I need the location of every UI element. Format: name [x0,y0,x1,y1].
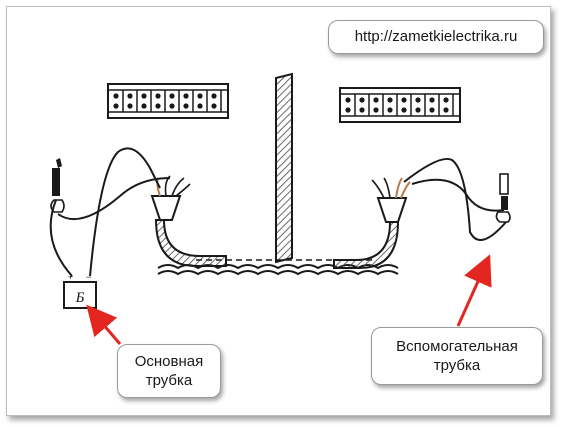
battery: Б + − [63,272,97,309]
callout-arrows [86,254,492,345]
site-watermark: http://zametkielectrika.ru [328,20,544,54]
right-probe [495,173,511,223]
battery-letter: Б [75,290,85,306]
main-tube-label: Основная трубка [117,344,221,398]
right-radiator-block [339,87,461,123]
arrow-to-right-probe [456,254,492,327]
auxiliary-tube [333,177,411,269]
left-radiator-block [107,83,229,119]
arrow-to-battery [86,304,122,345]
aux-tube-label-line1: Вспомогательная [396,338,518,355]
central-wall [275,72,293,264]
wire-probe-to-main-tube [57,177,171,221]
aux-tube-label-line2: трубка [433,357,481,374]
auxiliary-tube-label: Вспомогательная трубка [371,327,543,385]
wire-aux-tube-to-probe-2 [411,178,505,212]
wire-aux-tube-to-probe [403,158,507,241]
wire-probe-to-battery [49,199,73,277]
main-tube-label-line2: трубка [145,372,193,389]
wire-battery-to-main-tube [89,147,161,277]
battery-plus-sign: + [68,272,73,282]
left-probe [50,158,65,213]
battery-minus-sign: − [86,272,91,282]
main-tube-label-line1: Основная [134,353,204,370]
main-tube [150,175,227,267]
wires [49,147,507,277]
